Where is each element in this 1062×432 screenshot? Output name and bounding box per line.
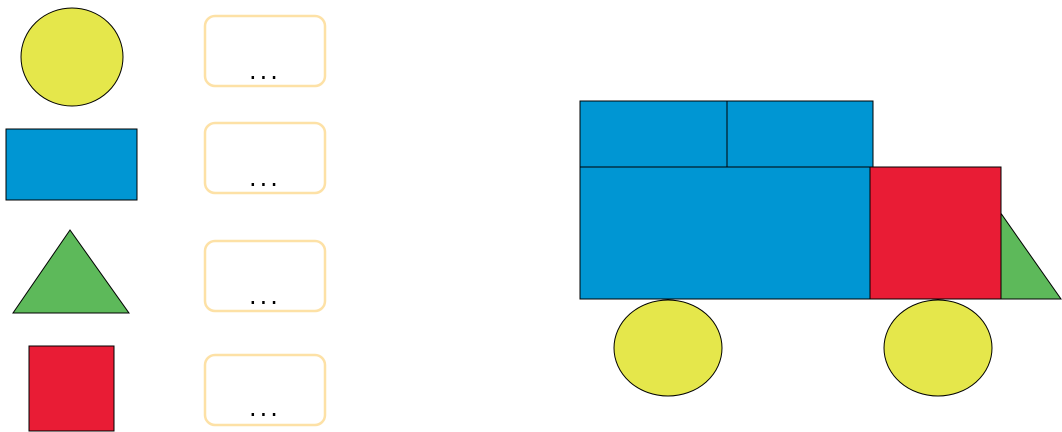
answer-box-4[interactable]: ... (205, 355, 325, 425)
answer-box-3[interactable]: ... (205, 241, 325, 311)
rear-wheel-circle (614, 300, 722, 396)
legend-circle (21, 8, 123, 106)
legend-triangle (13, 230, 129, 313)
answer-box-2[interactable]: ... (205, 123, 325, 193)
cargo-top-left-rectangle (580, 101, 727, 167)
front-wheel-circle (884, 300, 992, 396)
answer-box-text: ... (249, 394, 281, 422)
cargo-top-right-rectangle (727, 101, 873, 167)
front-triangle (1000, 212, 1061, 299)
legend-rectangle (6, 129, 137, 200)
legend-shapes (6, 8, 137, 431)
answer-box-1[interactable]: ... (205, 16, 325, 86)
answer-box-text: ... (249, 57, 281, 85)
answer-boxes: ... ... ... ... (205, 16, 325, 425)
cargo-body-rectangle (580, 167, 870, 299)
answer-box-text: ... (249, 282, 281, 310)
answer-box-text: ... (249, 164, 281, 192)
truck (580, 101, 1061, 396)
cab-square (870, 167, 1001, 299)
legend-square (29, 346, 114, 431)
